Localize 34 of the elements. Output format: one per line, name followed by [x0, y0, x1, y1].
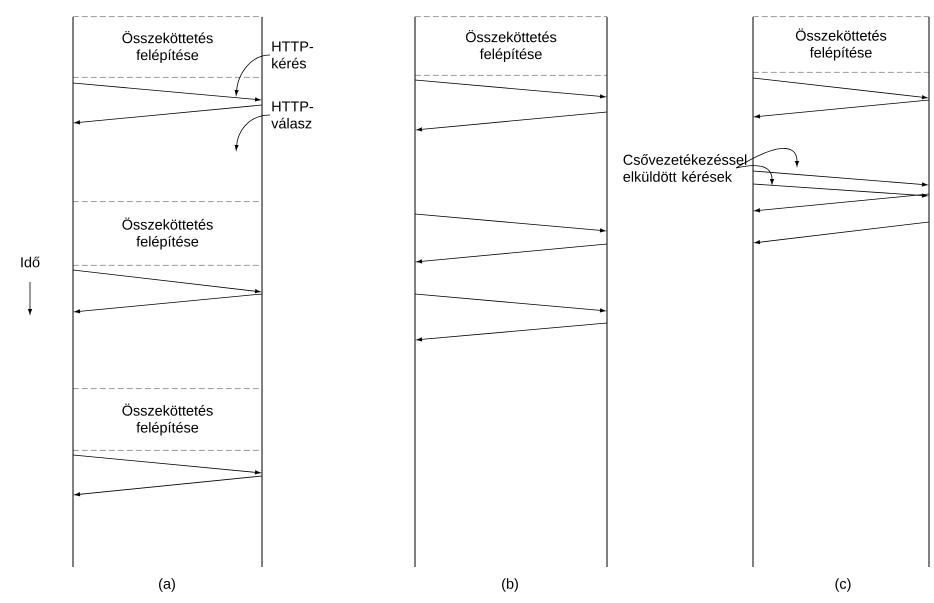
message-arrow: [72, 82, 260, 102]
message-arrow: [754, 222, 930, 244]
setup-band: Összeköttetés felépítése: [72, 202, 262, 266]
message-arrow: [752, 78, 928, 100]
callout-text: Csővezetékezéssel elküldött kérések: [623, 154, 746, 182]
message-arrow: [414, 214, 606, 232]
setup-band: Összeköttetés felépítése: [72, 388, 262, 450]
setup-band: Összeköttetés felépítése: [414, 16, 608, 76]
message-arrow: [74, 294, 262, 314]
message-arrow: [754, 194, 930, 212]
setup-band: Összeköttetés felépítése: [752, 16, 930, 72]
message-arrow: [72, 270, 260, 294]
message-arrow: [416, 244, 608, 264]
axis-label: Idő: [21, 256, 40, 268]
leader-line: [234, 114, 270, 150]
callout-text: HTTP-válasz: [271, 102, 314, 128]
message-arrow: [754, 100, 930, 118]
message-arrow: [72, 454, 260, 474]
panel-caption: (b): [502, 578, 518, 592]
message-arrow: [74, 476, 262, 496]
message-arrow: [416, 322, 608, 342]
panel-caption: (a): [159, 578, 175, 592]
leader-line: [234, 54, 270, 96]
message-arrow: [752, 170, 928, 186]
callout-text: HTTP-kérés: [272, 42, 314, 68]
message-arrow: [416, 112, 608, 132]
message-arrow: [414, 80, 606, 98]
leader-line: [736, 165, 774, 184]
message-arrow: [752, 184, 928, 198]
setup-band: Összeköttetés felépítése: [72, 16, 262, 78]
message-arrow: [74, 104, 262, 124]
leader-line: [736, 148, 799, 168]
panel-caption: (c): [835, 578, 851, 592]
message-arrow: [414, 294, 606, 312]
